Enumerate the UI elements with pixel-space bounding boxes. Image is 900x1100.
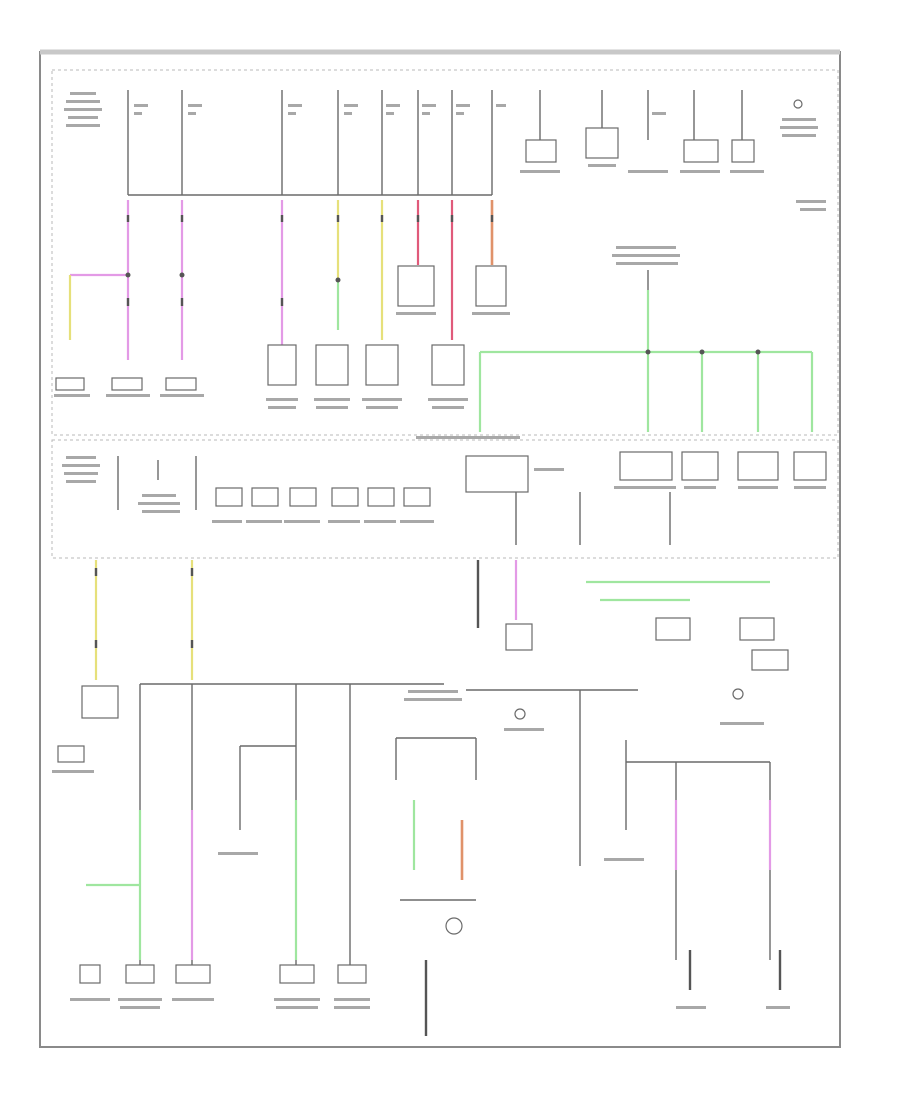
relay-group-top-right (520, 90, 826, 211)
component-labels-bottom (70, 998, 370, 1009)
middle-fuse-panel (51, 439, 839, 559)
component-labels-top (54, 312, 510, 409)
fuse-labels-top (134, 104, 506, 115)
connector-marks-top (126, 215, 494, 306)
top-fuse-panel (51, 69, 839, 436)
top-fuses (54, 90, 826, 439)
middle-fuses (62, 451, 827, 545)
bottom-circuits (52, 560, 790, 1036)
diagram-frame (39, 51, 841, 1048)
battery-junction-label (64, 92, 102, 127)
relay-labels-mid (212, 520, 434, 523)
